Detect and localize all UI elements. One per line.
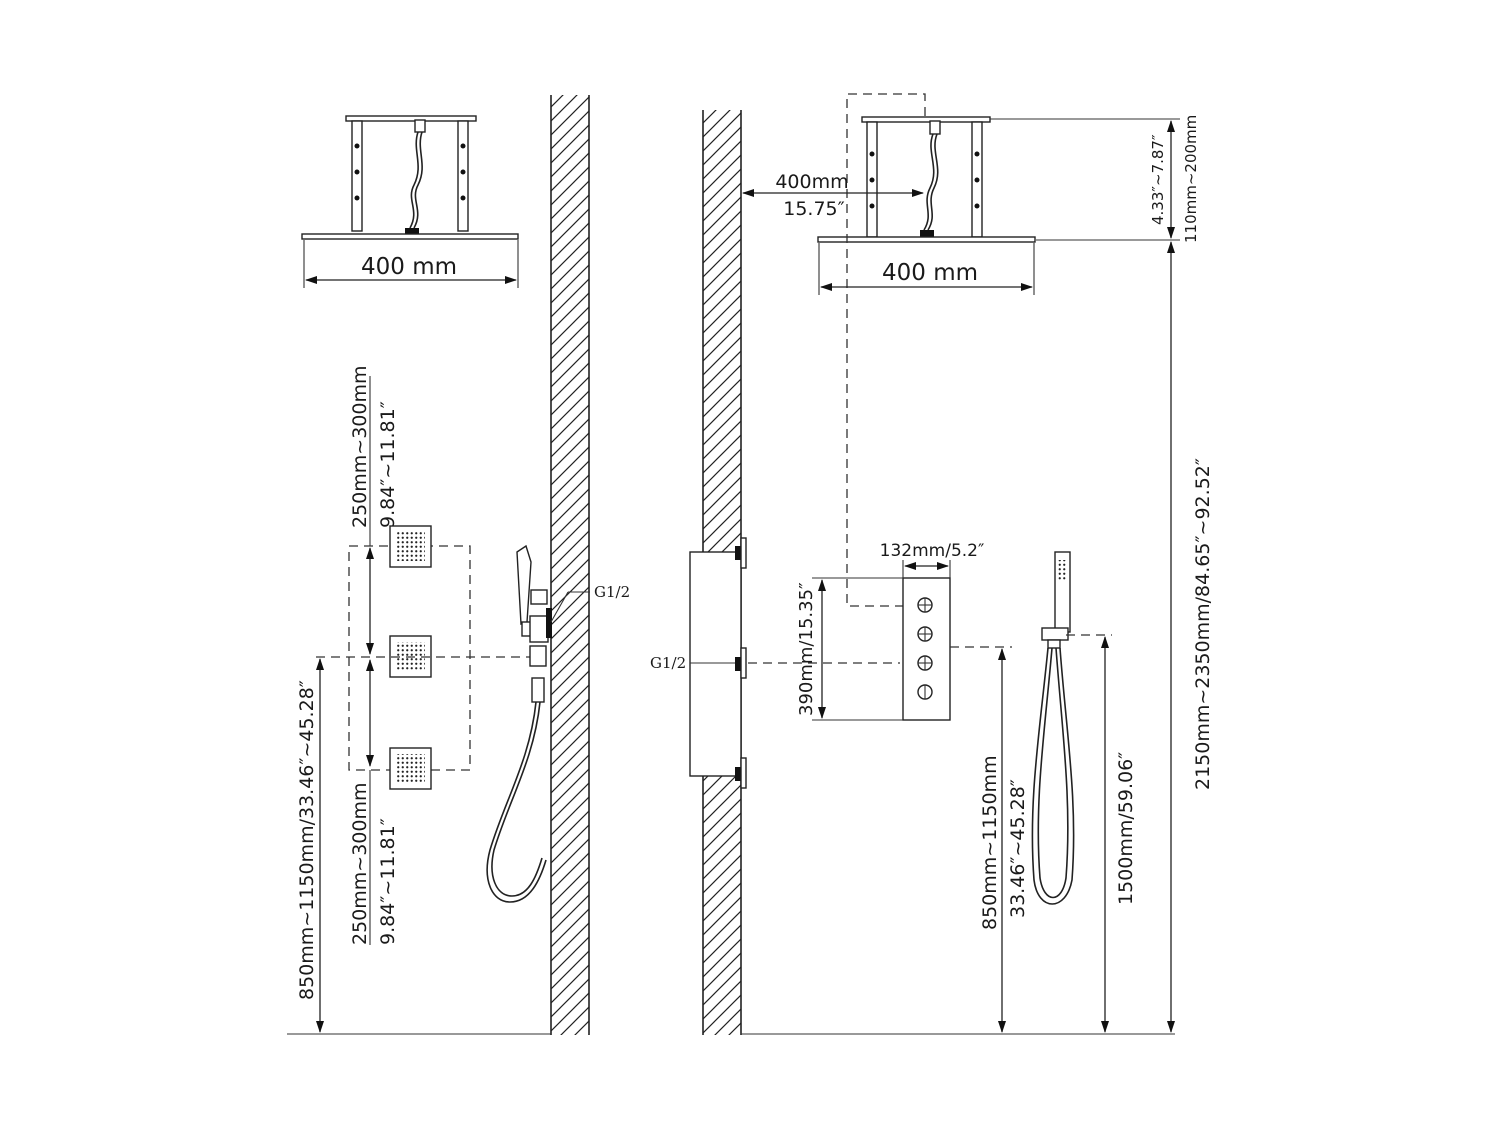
right-drop-in-label: 4.33″~7.87″ — [1149, 134, 1167, 225]
right-pipe-path — [846, 93, 926, 607]
right-drop-mm-label: 110mm~200mm — [1182, 115, 1200, 243]
right-valve-height-mm: 850mm~1150mm — [979, 755, 1001, 930]
right-total-height-label: 2150mm~2350mm/84.65″~92.52″ — [1192, 458, 1214, 790]
body-jet-bottom — [389, 747, 432, 790]
right-panel-width-label: 132mm/5.2″ — [880, 541, 985, 561]
left-hand-shower — [486, 544, 552, 903]
right-valve-height-in: 33.46″~45.28″ — [1007, 779, 1029, 918]
right-rain-shower — [817, 116, 1036, 243]
left-view: 400 mm 250mm~300mm 9.84″~11.81″ 250mm~30… — [287, 95, 630, 1035]
left-wall — [551, 95, 589, 1035]
left-spacing-lower-mm: 250mm~300mm — [349, 783, 371, 945]
left-rain-shower — [301, 115, 519, 240]
thermostatic-valve-panel — [902, 577, 951, 721]
right-connection-label: G1/2 — [650, 654, 686, 672]
right-offset-mm-label: 400mm — [775, 171, 848, 193]
body-jet-top — [389, 525, 432, 568]
right-panel-height-label: 390mm/15.35″ — [796, 582, 817, 716]
left-spacing-upper-mm: 250mm~300mm — [349, 366, 371, 528]
right-head-width-label: 400 mm — [882, 260, 978, 286]
in-wall-valve-body — [689, 537, 747, 789]
right-offset-in-label: 15.75″ — [783, 198, 845, 220]
left-spacing-lower-in: 9.84″~11.81″ — [377, 818, 399, 945]
left-connection-label: G1/2 — [594, 583, 630, 601]
left-head-width-label: 400 mm — [361, 254, 457, 280]
right-hand-shower — [1031, 551, 1075, 905]
right-handshower-height-label: 1500mm/59.06″ — [1115, 752, 1137, 905]
right-view: 400mm 15.75″ 400 mm 4.33″~7.87″ 110mm~20… — [650, 93, 1214, 1035]
left-valve-height-label: 850mm~1150mm/33.46″~45.28″ — [296, 680, 318, 1000]
left-spacing-upper-in: 9.84″~11.81″ — [377, 401, 399, 528]
